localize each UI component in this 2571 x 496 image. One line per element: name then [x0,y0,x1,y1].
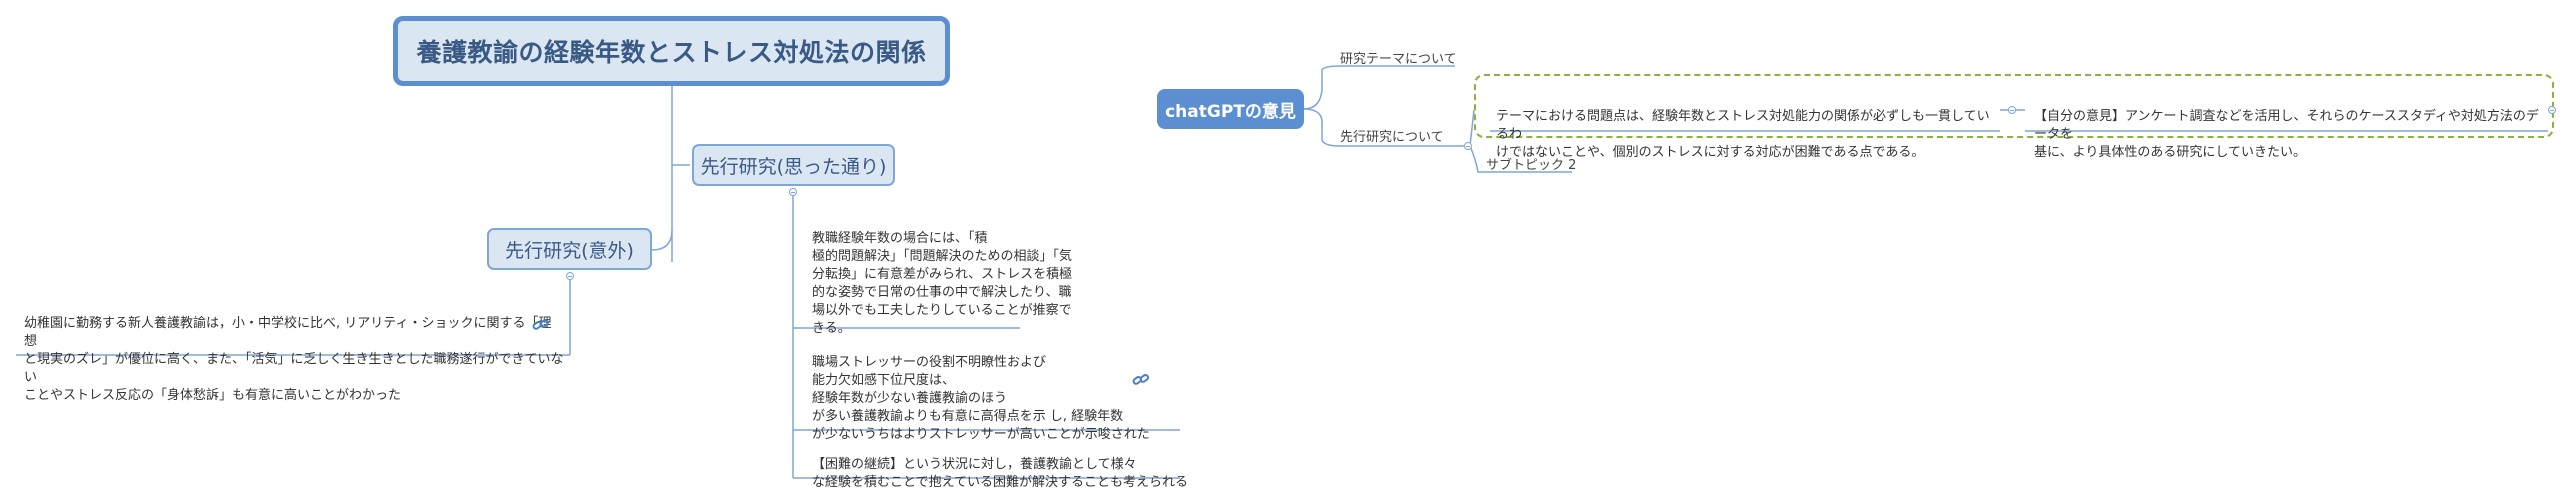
collapse-toggle-icon[interactable] [1464,142,1472,150]
chatgpt-title: chatGPTの意見 [1165,101,1296,122]
topic-unexpected-label: 先行研究(意外) [505,239,634,262]
topic-expected-label: 先行研究(思った通り) [700,155,887,178]
expected-item-3-text: 【困難の継続】という状況に対し，養護教諭として様々 な経験を積むことで抱えている… [812,457,1188,490]
opinion-own[interactable]: 【自分の意見】アンケート調査などを活用し、それらのケーススタディや対処方法のデー… [2034,90,2549,162]
opinion-own-text: 【自分の意見】アンケート調査などを活用し、それらのケーススタディや対処方法のデー… [2034,109,2539,160]
topic-prior-research-expected[interactable]: 先行研究(思った通り) [692,144,895,186]
root-title: 養護教諭の経験年数とストレス対処法の関係 [416,38,927,67]
expected-item-1[interactable]: 教職経験年数の場合には、「積 極的問題解決」「問題解決のための相談」「気 分転換… [812,212,1132,338]
line-chatgpt-theme [1303,65,1455,110]
line-prior-subtopic [1469,145,1572,173]
expected-item-1-text: 教職経験年数の場合には、「積 極的問題解決」「問題解決のための相談」「気 分転換… [812,231,1073,336]
line-chatgpt-prior [1303,108,1470,147]
link-icon[interactable] [1132,373,1150,387]
collapse-toggle-icon[interactable] [789,188,797,196]
line-root-unexpected [651,229,673,251]
collapse-toggle-icon[interactable] [566,272,574,280]
expected-item-3[interactable]: 【困難の継続】という状況に対し，養護教諭として様々 な経験を積むことで抱えている… [812,438,1192,492]
branch-research-theme-label: 研究テーマについて [1340,52,1457,67]
line-prior-frame [1469,109,1475,147]
unexpected-item-text: 幼稚園に勤務する新人養護教諭は，小・中学校に比べ, リアリティ・ショックに関する… [24,316,564,403]
link-icon[interactable] [532,318,550,332]
branch-subtopic-2[interactable]: サブトピック 2 [1486,154,1576,173]
branch-prior-research-label: 先行研究について [1340,130,1444,145]
branch-research-theme[interactable]: 研究テーマについて [1340,48,1457,67]
opinion-problem-text: テーマにおける問題点は、経験年数とストレス対処能力の関係が必ずしも一貫しているわ… [1496,109,1990,160]
expected-item-2-text: 職場ストレッサーの役割不明瞭性および 能力欠如感下位尺度は、 経験年数が少ない養… [812,355,1150,442]
branch-subtopic-2-label: サブトピック 2 [1486,158,1577,173]
topic-prior-research-unexpected[interactable]: 先行研究(意外) [487,228,652,270]
unexpected-item[interactable]: 幼稚園に勤務する新人養護教諭は，小・中学校に比べ, リアリティ・ショックに関する… [24,297,564,405]
collapse-toggle-icon[interactable] [2008,106,2016,114]
opinion-problem[interactable]: テーマにおける問題点は、経験年数とストレス対処能力の関係が必ずしも一貫しているわ… [1496,90,2001,162]
root-topic[interactable]: 養護教諭の経験年数とストレス対処法の関係 [393,16,950,86]
branch-prior-research[interactable]: 先行研究について [1340,126,1444,145]
collapse-toggle-icon[interactable] [2548,106,2556,114]
expected-item-2[interactable]: 職場ストレッサーの役割不明瞭性および 能力欠如感下位尺度は、 経験年数が少ない養… [812,336,1192,444]
topic-chatgpt-opinion[interactable]: chatGPTの意見 [1157,89,1304,129]
